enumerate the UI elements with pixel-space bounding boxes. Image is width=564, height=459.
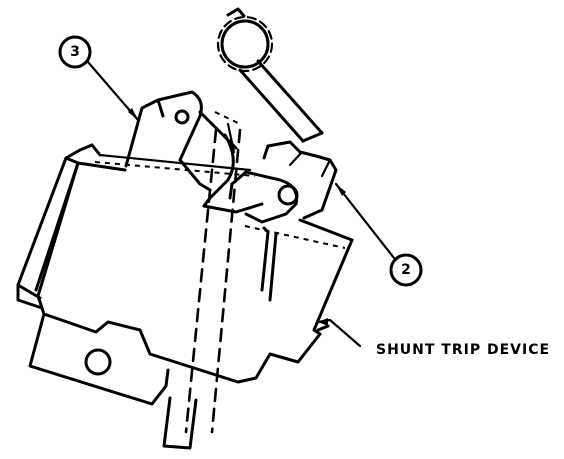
- shunt-trip-device-label: SHUNT TRIP DEVICE: [376, 342, 551, 358]
- callout-2: 2: [334, 182, 423, 287]
- plunger-shaft: [162, 128, 278, 450]
- device-body: [16, 143, 354, 406]
- pivot-pin: [216, 7, 324, 143]
- device-leader: [316, 318, 362, 348]
- callout-3: 3: [58, 35, 140, 122]
- callout-3-label: 3: [70, 44, 80, 60]
- lever-bracket: [124, 90, 264, 214]
- callout-2-label: 2: [401, 262, 411, 278]
